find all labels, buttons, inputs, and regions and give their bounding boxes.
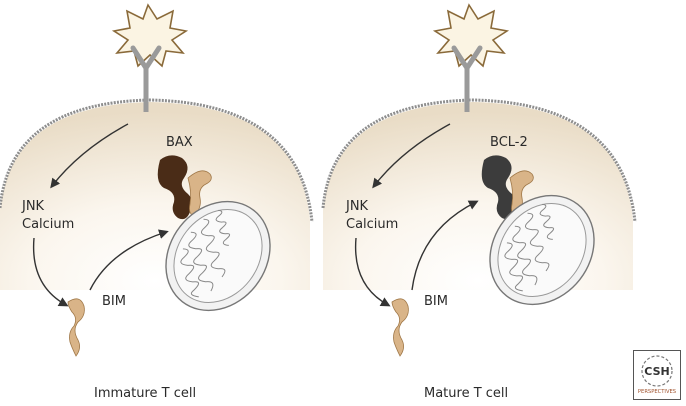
ligand-starburst <box>111 3 189 68</box>
calcium-label: Calcium <box>346 217 398 232</box>
bim-label: BIM <box>424 294 448 309</box>
bim-protein <box>391 298 409 357</box>
cell-membrane <box>0 98 314 223</box>
svg-text:CSH: CSH <box>644 365 669 378</box>
bim-label: BIM <box>102 294 126 309</box>
jnk-label: JNK <box>345 199 369 214</box>
bim-protein-bound <box>187 170 212 217</box>
arrow-receptor-to-jnk <box>50 123 129 189</box>
arrow-calcium-to-bim <box>354 237 391 307</box>
calcium-label: Calcium <box>22 217 74 232</box>
jnk-label: JNK <box>21 199 45 214</box>
bax-protein <box>157 155 193 220</box>
bcl2-label: BCL-2 <box>490 135 528 150</box>
cell-membrane <box>321 98 637 223</box>
death-receptor <box>451 45 483 112</box>
csh-perspectives-logo: CSH PERSPECTIVES <box>633 350 681 400</box>
arrow-receptor-to-jnk <box>372 123 451 189</box>
bax-label: BAX <box>166 135 193 150</box>
arrow-bim-to-bcl2 <box>411 200 479 291</box>
death-receptor <box>130 45 162 112</box>
arrow-calcium-to-bim <box>32 237 69 307</box>
bim-protein <box>67 298 85 357</box>
panel-immature: JNK Calcium BIM BAX Immature T cell <box>0 3 314 401</box>
caption-mature: Mature T cell <box>424 386 508 401</box>
arrow-bim-to-mito <box>89 229 169 291</box>
bcl2-protein <box>481 155 517 220</box>
bim-protein-bound <box>509 170 534 217</box>
caption-immature: Immature T cell <box>94 386 196 401</box>
panel-mature: JNK Calcium BIM BCL-2 Mature T cell <box>321 3 637 401</box>
svg-text:PERSPECTIVES: PERSPECTIVES <box>638 389 676 395</box>
ligand-starburst <box>432 3 510 68</box>
